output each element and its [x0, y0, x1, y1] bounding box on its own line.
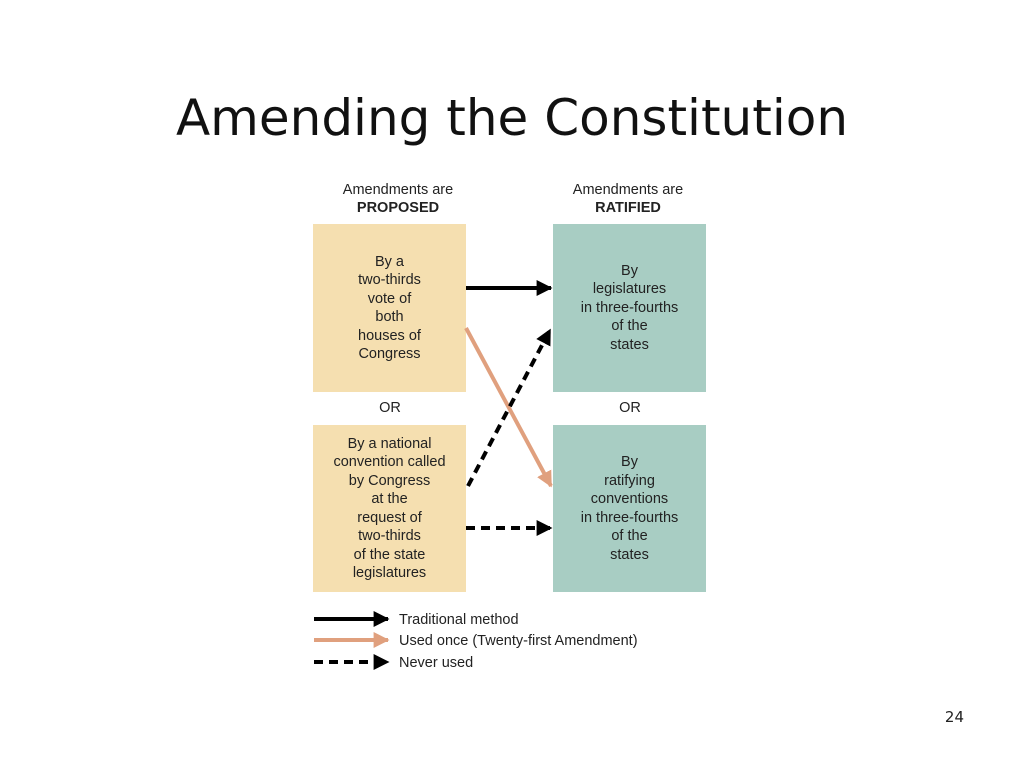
ratified-heading-keyword: RATIFIED: [595, 200, 661, 216]
proposed-heading-keyword: PROPOSED: [356, 200, 440, 216]
proposed-or-label: OR: [379, 400, 401, 416]
legend-traditional-label: Traditional method: [399, 612, 519, 628]
ratified-or-label: OR: [619, 400, 641, 416]
legend-never-used-label: Never used: [399, 655, 474, 671]
used-once-arrow-congress-to-conventions: [464, 327, 553, 488]
proposed-column-heading: Amendments are PROPOSED: [318, 181, 478, 217]
ratified-column-heading: Amendments are RATIFIED: [548, 181, 708, 217]
legend-used-once-label: Used once (Twenty-first Amendment): [399, 633, 638, 649]
ratified-by-legislatures-box: By legislatures in three-fourths of the …: [553, 224, 706, 392]
proposed-by-congress-box: By a two-thirds vote of both houses of C…: [313, 224, 466, 392]
ratified-heading-prefix: Amendments are: [572, 182, 684, 198]
slide-title: Amending the Constitution: [175, 89, 849, 147]
page-number: 24: [944, 708, 964, 726]
ratified-by-conventions-box: By ratifying conventions in three-fourth…: [553, 425, 706, 592]
proposed-by-convention-box: By a national convention called by Congr…: [313, 425, 466, 592]
proposed-heading-prefix: Amendments are: [342, 182, 454, 198]
